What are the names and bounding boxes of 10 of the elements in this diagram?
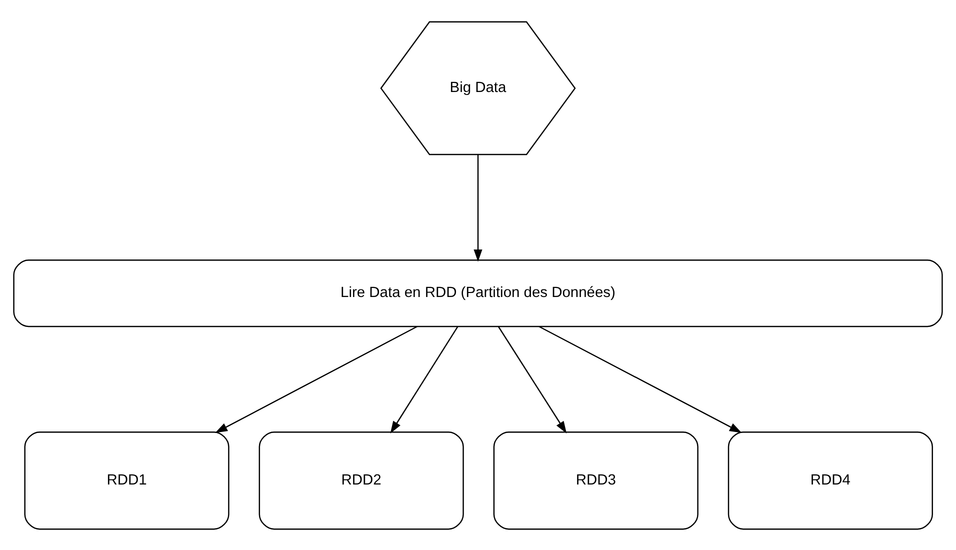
arrow	[538, 325, 742, 432]
arrow	[390, 326, 458, 433]
node-box: RDD4	[728, 430, 933, 530]
node-box: RDD3	[493, 430, 698, 530]
arrow	[498, 326, 567, 433]
node-box: RDD1	[24, 430, 230, 530]
arrow	[215, 325, 418, 432]
node-box: Lire Data en RDD (Partition des Données)	[13, 259, 943, 327]
node-box: RDD2	[258, 430, 464, 530]
arrow	[474, 154, 482, 262]
